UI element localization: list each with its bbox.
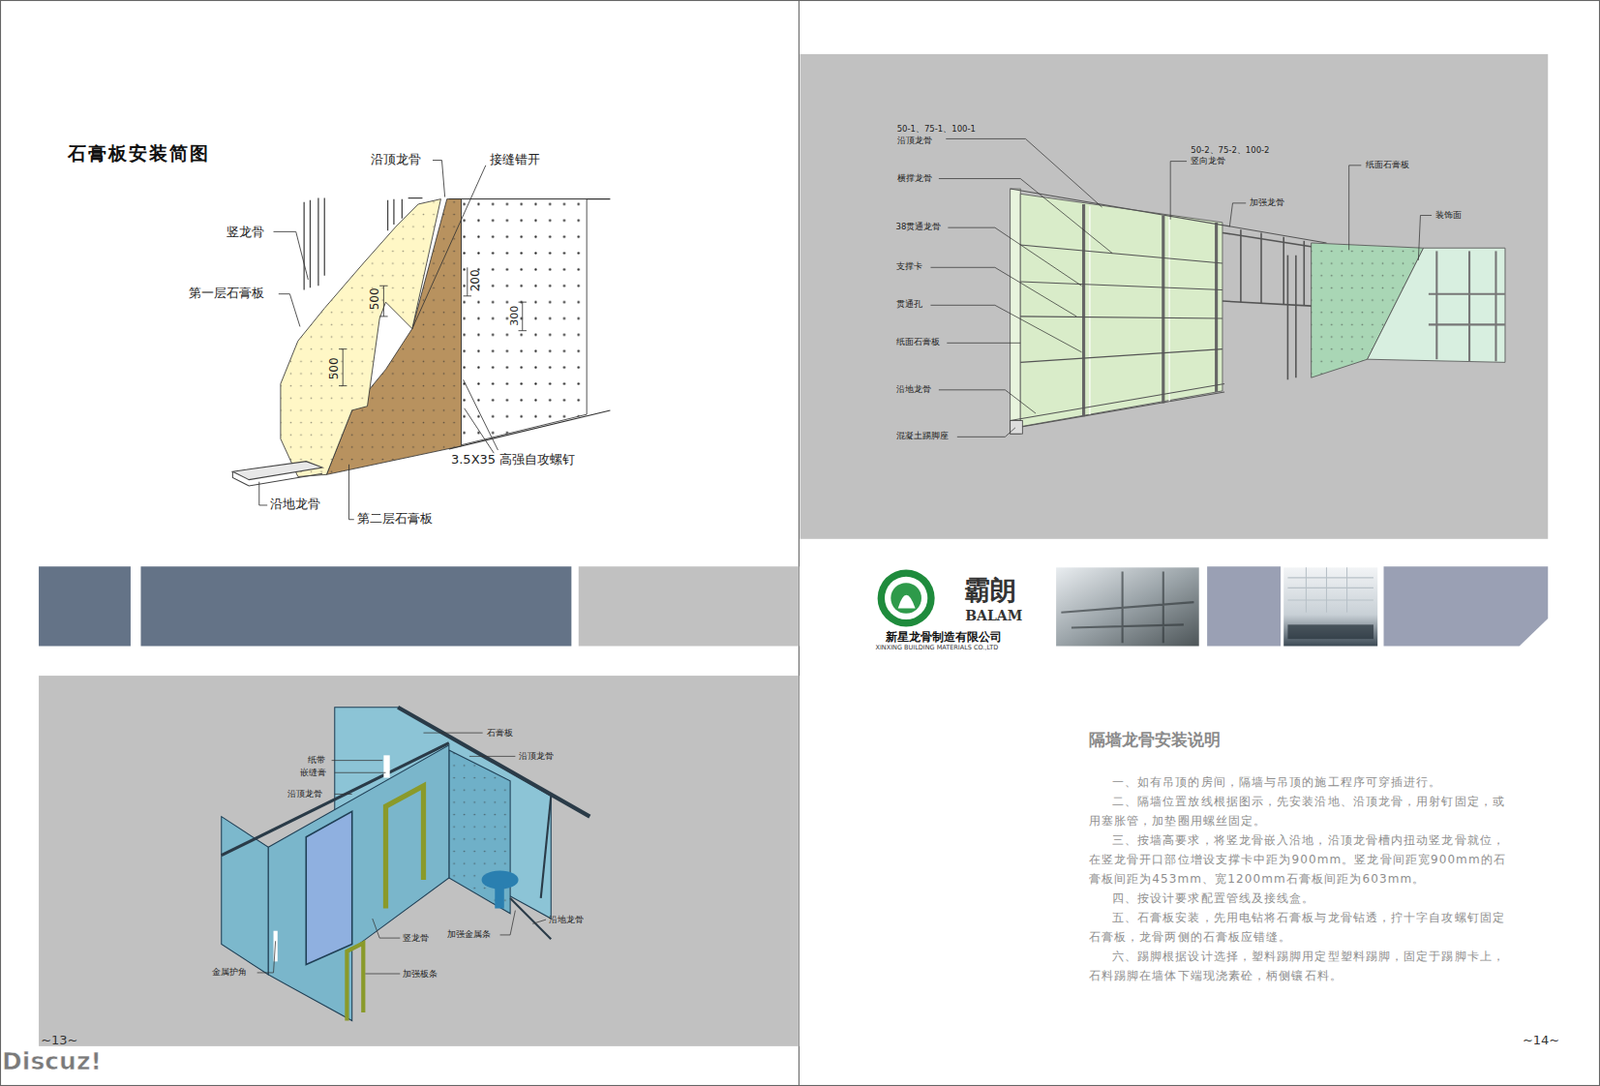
office-photos — [1056, 567, 1378, 646]
part-label: 500 — [368, 287, 383, 310]
part-label: ~14~ — [1522, 1033, 1560, 1049]
instruction-paragraph: 二、隔墙位置放线根据图示，先安装沿地、沿顶龙骨，用射钉固定，或用塞胀管，加垫圈用… — [1088, 791, 1515, 831]
part-label: XINXING BUILDING MATERIALS CO.,LTD — [875, 644, 999, 652]
page-title: 石膏板安装简图 — [67, 143, 211, 165]
part-label: 第二层石膏板 — [357, 512, 433, 527]
gypsum-board-illustration — [232, 160, 610, 520]
instruction-paragraph: 四、按设计要求配置管线及接线盒。 — [1088, 888, 1515, 908]
part-label: 竖龙骨 — [226, 225, 265, 241]
part-label: 贯通孔 — [896, 300, 923, 310]
part-label: 加强金属条 — [447, 929, 491, 939]
part-label: 沿顶龙骨 — [897, 136, 933, 147]
part-label: 3.5X35 高强自攻螺钉 — [451, 452, 575, 468]
part-label: 接缝错开 — [489, 152, 541, 168]
part-label: 沿顶龙骨 — [518, 751, 554, 761]
part-label: 50-2、75-2、100-2 — [1190, 146, 1269, 156]
part-label: 横撑龙骨 — [897, 174, 933, 184]
part-label: 沿顶龙骨 — [370, 152, 422, 168]
part-label: 装饰面 — [1435, 211, 1462, 221]
instruction-paragraph: 五、石膏板安装，先用电钻将石膏板与龙骨钻透，拧十字自攻螺钉固定石膏板，龙骨两侧的… — [1088, 907, 1515, 947]
part-label: 新星龙骨制造有限公司 — [885, 631, 1002, 644]
part-label: 38贯通龙骨 — [896, 222, 942, 233]
part-label: 竖龙骨 — [402, 933, 429, 943]
part-label: 混凝土踢脚座 — [896, 431, 949, 442]
part-label: 300 — [509, 305, 522, 327]
part-label: BALAM — [965, 607, 1023, 624]
part-label: 第一层石膏板 — [188, 286, 265, 302]
company-logo — [877, 569, 936, 627]
part-label: 纸面石膏板 — [1365, 160, 1410, 171]
instruction-paragraph: 六、踢脚根据设计选择，塑料踢脚用定型塑料踢脚，固定于踢脚卡上，石料踢脚在墙体下端… — [1088, 946, 1515, 986]
part-label: 加强龙骨 — [1249, 198, 1285, 209]
part-label: 沿地龙骨 — [896, 385, 932, 395]
part-label: 竖向龙骨 — [1190, 156, 1226, 167]
part-label: 50-1、75-1、100-1 — [897, 124, 976, 135]
part-label: 隔墙龙骨安装说明 — [1088, 730, 1221, 751]
part-label: 沿顶龙骨 — [287, 788, 323, 799]
watermark: Discuz! — [1, 1048, 102, 1077]
partition-frame-illustration — [800, 54, 1549, 540]
part-label: 500 — [328, 357, 342, 380]
part-label: 沿地龙骨 — [270, 497, 321, 513]
part-label: 支撑卡 — [896, 262, 923, 272]
part-label: 金属护角 — [211, 966, 247, 977]
part-label: 纸面石膏板 — [896, 337, 940, 348]
partition-room-illustration — [38, 675, 799, 1047]
instruction-paragraph: 三、按墙高要求，将竖龙骨嵌入沿地，沿顶龙骨槽内扭动竖龙骨就位，在竖龙骨开口部位增… — [1088, 830, 1515, 889]
part-label: 霸朗 — [964, 574, 1017, 605]
part-label: 加强板条 — [402, 968, 438, 979]
part-label: 纸带 — [307, 754, 326, 765]
band-bars — [38, 566, 1548, 646]
part-label: 沿地龙骨 — [548, 914, 584, 925]
instruction-text: 一、如有吊顶的房间，隔墙与吊顶的施工程序可穿插进行。二、隔墙位置放线根据图示，先… — [1088, 772, 1515, 986]
part-label: 石膏板 — [486, 727, 514, 738]
part-label: 200 — [468, 269, 483, 292]
instruction-paragraph: 一、如有吊顶的房间，隔墙与吊顶的施工程序可穿插进行。 — [1088, 772, 1515, 792]
part-label: ~13~ — [40, 1033, 78, 1049]
part-label: 嵌缝膏 — [300, 767, 327, 778]
